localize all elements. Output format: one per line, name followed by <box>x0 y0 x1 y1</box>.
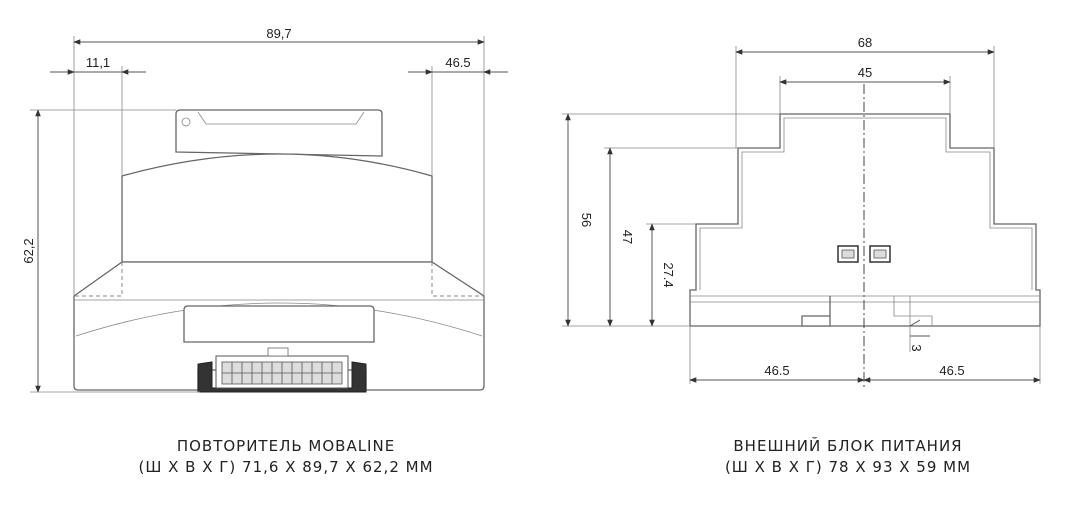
power-supply-top-width-label: 45 <box>858 65 872 80</box>
power-supply-total-width-label: 68 <box>858 35 872 50</box>
power-supply-caption-dimensions: (Ш Х В Х Г) 78 Х 93 Х 59 ММ <box>724 458 972 476</box>
power-supply-rail-label: 3 <box>909 344 924 351</box>
power-supply-height-low-label: 27.4 <box>661 262 676 287</box>
power-supply-height-mid-label: 47 <box>620 230 635 244</box>
repeater-width-label: 89,7 <box>266 26 291 41</box>
repeater-top-tab <box>175 109 383 157</box>
repeater-upper-body <box>121 153 433 263</box>
power-supply-caption-title: ВНЕШНИЙ БЛОК ПИТАНИЯ <box>733 437 963 455</box>
repeater-terminal-block <box>221 361 343 385</box>
repeater-caption-dimensions: (Ш Х В Х Г) 71,6 Х 89,7 Х 62,2 ММ <box>138 458 434 476</box>
power-supply-drawing: 68 45 56 47 27.4 3 46.5 46.5 <box>562 35 1041 390</box>
repeater-drawing: 89,7 11,1 46.5 62,2 <box>21 26 508 393</box>
power-supply-half-left-label: 46.5 <box>764 363 789 378</box>
repeater-height-label: 62,2 <box>21 238 36 263</box>
repeater-side-left-label: 11,1 <box>86 55 110 70</box>
repeater-side-right-label: 46.5 <box>445 55 470 70</box>
repeater-window <box>183 305 375 343</box>
repeater-caption: ПОВТОРИТЕЛЬ MOBALINE (Ш Х В Х Г) 71,6 Х … <box>96 436 476 478</box>
repeater-caption-title: ПОВТОРИТЕЛЬ MOBALINE <box>176 437 396 455</box>
power-supply-height-total-label: 56 <box>579 213 594 227</box>
power-supply-half-right-label: 46.5 <box>939 363 964 378</box>
power-supply-body <box>689 113 1041 327</box>
power-supply-caption: ВНЕШНИЙ БЛОК ПИТАНИЯ (Ш Х В Х Г) 78 Х 93… <box>658 436 1038 478</box>
